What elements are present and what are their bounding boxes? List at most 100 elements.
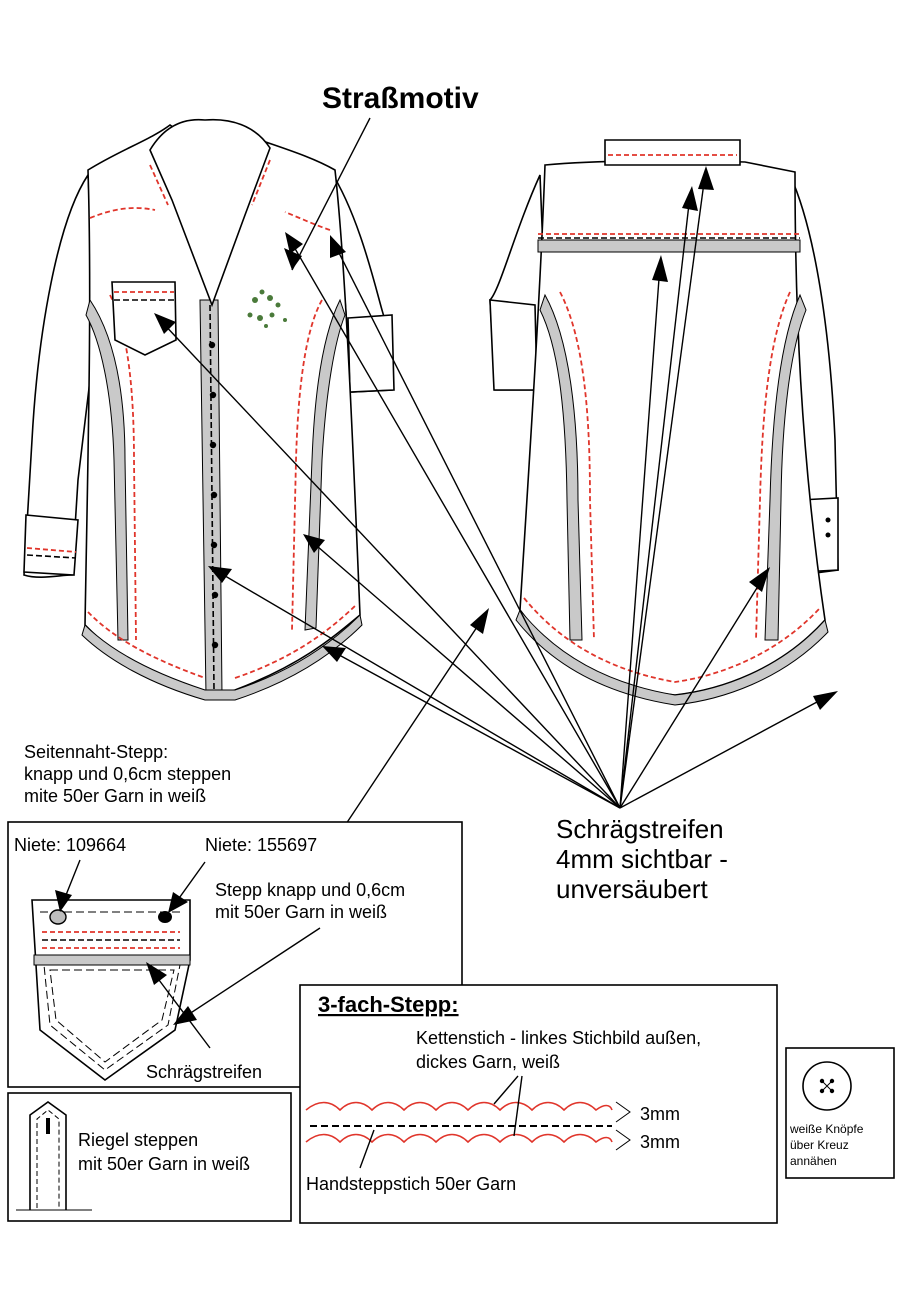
bias-tape-label-line3: unversäubert bbox=[556, 874, 709, 904]
pointer-bias-8 bbox=[619, 194, 691, 809]
back-cuff-button bbox=[825, 517, 831, 523]
button-cross-stitch bbox=[821, 1080, 833, 1092]
back-yoke-band bbox=[537, 239, 801, 253]
pointer-bias-11 bbox=[619, 694, 831, 809]
front-left-yoke-stitch bbox=[89, 207, 156, 219]
front-shirt-view bbox=[23, 118, 395, 701]
chain-stitch-row-bottom bbox=[305, 1133, 613, 1144]
front-hem-stitch bbox=[87, 604, 357, 679]
back-left-panel-strip bbox=[539, 293, 583, 641]
arrow-head bbox=[749, 567, 770, 592]
back-collar bbox=[604, 139, 741, 166]
back-left-panel-stitch bbox=[559, 291, 595, 641]
chain-stitch-line2: dickes Garn, weiß bbox=[416, 1052, 560, 1072]
hand-stitch-label: Handsteppstich 50er Garn bbox=[306, 1174, 516, 1194]
pointer-bias-10 bbox=[619, 574, 766, 809]
motif-label: Straßmotiv bbox=[322, 82, 479, 115]
pointer-bias-3 bbox=[159, 319, 621, 809]
front-collar-right-stitch bbox=[251, 159, 271, 206]
arrow-head bbox=[470, 608, 489, 634]
front-button bbox=[211, 641, 219, 649]
front-left-cuff-stitch bbox=[26, 547, 77, 553]
front-buttons bbox=[208, 341, 219, 649]
bartack-loop-stitch bbox=[36, 1109, 60, 1208]
pointer-hand-stitch bbox=[359, 1129, 375, 1169]
chain-stitch-row-top bbox=[305, 1101, 613, 1112]
rivet-left-label: Niete: 109664 bbox=[14, 835, 126, 855]
front-left-panel-strip bbox=[85, 298, 129, 641]
front-button bbox=[209, 391, 217, 399]
pointer-chain-1 bbox=[493, 1075, 519, 1105]
bartack-box: Riegel steppen mit 50er Garn in weiß bbox=[7, 1092, 292, 1222]
front-button bbox=[208, 341, 216, 349]
front-collar bbox=[149, 118, 271, 308]
motif-dot bbox=[275, 302, 281, 308]
pointer-bias-6 bbox=[329, 649, 621, 809]
pocket-shape bbox=[31, 899, 191, 1081]
side-seam-label-line1: Seitennaht-Stepp: bbox=[24, 742, 168, 762]
front-button bbox=[210, 541, 218, 549]
back-right-panel-strip bbox=[764, 293, 807, 641]
front-button bbox=[209, 441, 217, 449]
pointer-bias-4 bbox=[309, 539, 621, 809]
front-left-cuff bbox=[23, 514, 79, 576]
pointer-chain-2 bbox=[513, 1075, 523, 1137]
button-line2: über Kreuz bbox=[790, 1138, 849, 1152]
motif-dot bbox=[269, 312, 275, 318]
back-shirt-view bbox=[489, 139, 839, 706]
arrow-head bbox=[55, 890, 72, 912]
pocket-stitch-line2: mit 50er Garn in weiß bbox=[215, 902, 387, 922]
arrow-head bbox=[813, 691, 838, 710]
bias-tape-label-line2: 4mm sichtbar - bbox=[556, 844, 728, 874]
motif-dot bbox=[247, 312, 253, 318]
button-box: weiße Knöpfe über Kreuz annähen bbox=[785, 1047, 895, 1179]
side-seam-label-line2: knapp und 0,6cm steppen bbox=[24, 764, 231, 784]
motif-dot bbox=[267, 295, 273, 301]
spacing-bracket-bottom bbox=[615, 1129, 631, 1151]
bartack-line2: mit 50er Garn in weiß bbox=[78, 1154, 250, 1174]
rhinestone-motif bbox=[247, 289, 287, 328]
back-right-panel-stitch bbox=[755, 291, 791, 641]
arrow-head bbox=[330, 235, 346, 258]
pointer-pocket-stitch bbox=[179, 927, 321, 1021]
back-hem-band bbox=[515, 609, 829, 706]
pointer-bias-5 bbox=[214, 569, 621, 809]
side-seam-label-line3: mite 50er Garn in weiß bbox=[24, 786, 206, 806]
pocket-bias-label: Schrägstreifen bbox=[146, 1062, 262, 1082]
spacing-bottom-label: 3mm bbox=[640, 1132, 680, 1152]
arrow-head bbox=[168, 892, 188, 913]
pocket-bias-strip bbox=[33, 954, 191, 966]
back-cuff-button bbox=[825, 532, 831, 538]
rivet-right bbox=[158, 911, 172, 923]
arrow-head bbox=[698, 166, 714, 190]
pointer-bias-1 bbox=[289, 239, 621, 809]
spacing-top-label: 3mm bbox=[640, 1104, 680, 1124]
button-line1: weiße Knöpfe bbox=[789, 1122, 864, 1136]
front-hem-band bbox=[81, 613, 363, 701]
motif-dot bbox=[264, 324, 268, 328]
pocket-stitch-line1: Stepp knapp und 0,6cm bbox=[215, 880, 405, 900]
front-left-cuff-stitch-2 bbox=[26, 554, 77, 559]
arrow-head bbox=[285, 232, 303, 254]
arrow-head bbox=[682, 186, 698, 211]
pointer-bias-2 bbox=[334, 244, 621, 809]
bartack-line1: Riegel steppen bbox=[78, 1130, 198, 1150]
rivet-right-label: Niete: 155697 bbox=[205, 835, 317, 855]
pointer-motif bbox=[291, 117, 371, 271]
motif-dot bbox=[252, 297, 258, 303]
back-hem-stitch bbox=[523, 597, 821, 683]
arrow-head bbox=[303, 534, 325, 553]
arrow-head bbox=[146, 962, 167, 985]
spacing-bracket-top bbox=[615, 1101, 631, 1123]
button-line3: annähen bbox=[790, 1154, 837, 1168]
front-collar-left-stitch bbox=[149, 164, 169, 206]
bartack-loop-shape bbox=[29, 1101, 67, 1210]
chain-stitch-line1: Kettenstich - linkes Stichbild außen, bbox=[416, 1028, 701, 1048]
bias-tape-label-line1: Schrägstreifen bbox=[556, 814, 724, 844]
triple-stitch-heading: 3-fach-Stepp: bbox=[318, 992, 459, 1017]
motif-dot bbox=[283, 318, 287, 322]
pointer-pocket-box bbox=[341, 614, 486, 831]
front-right-panel-stitch bbox=[291, 299, 323, 631]
front-right-yoke-stitch bbox=[284, 211, 331, 231]
